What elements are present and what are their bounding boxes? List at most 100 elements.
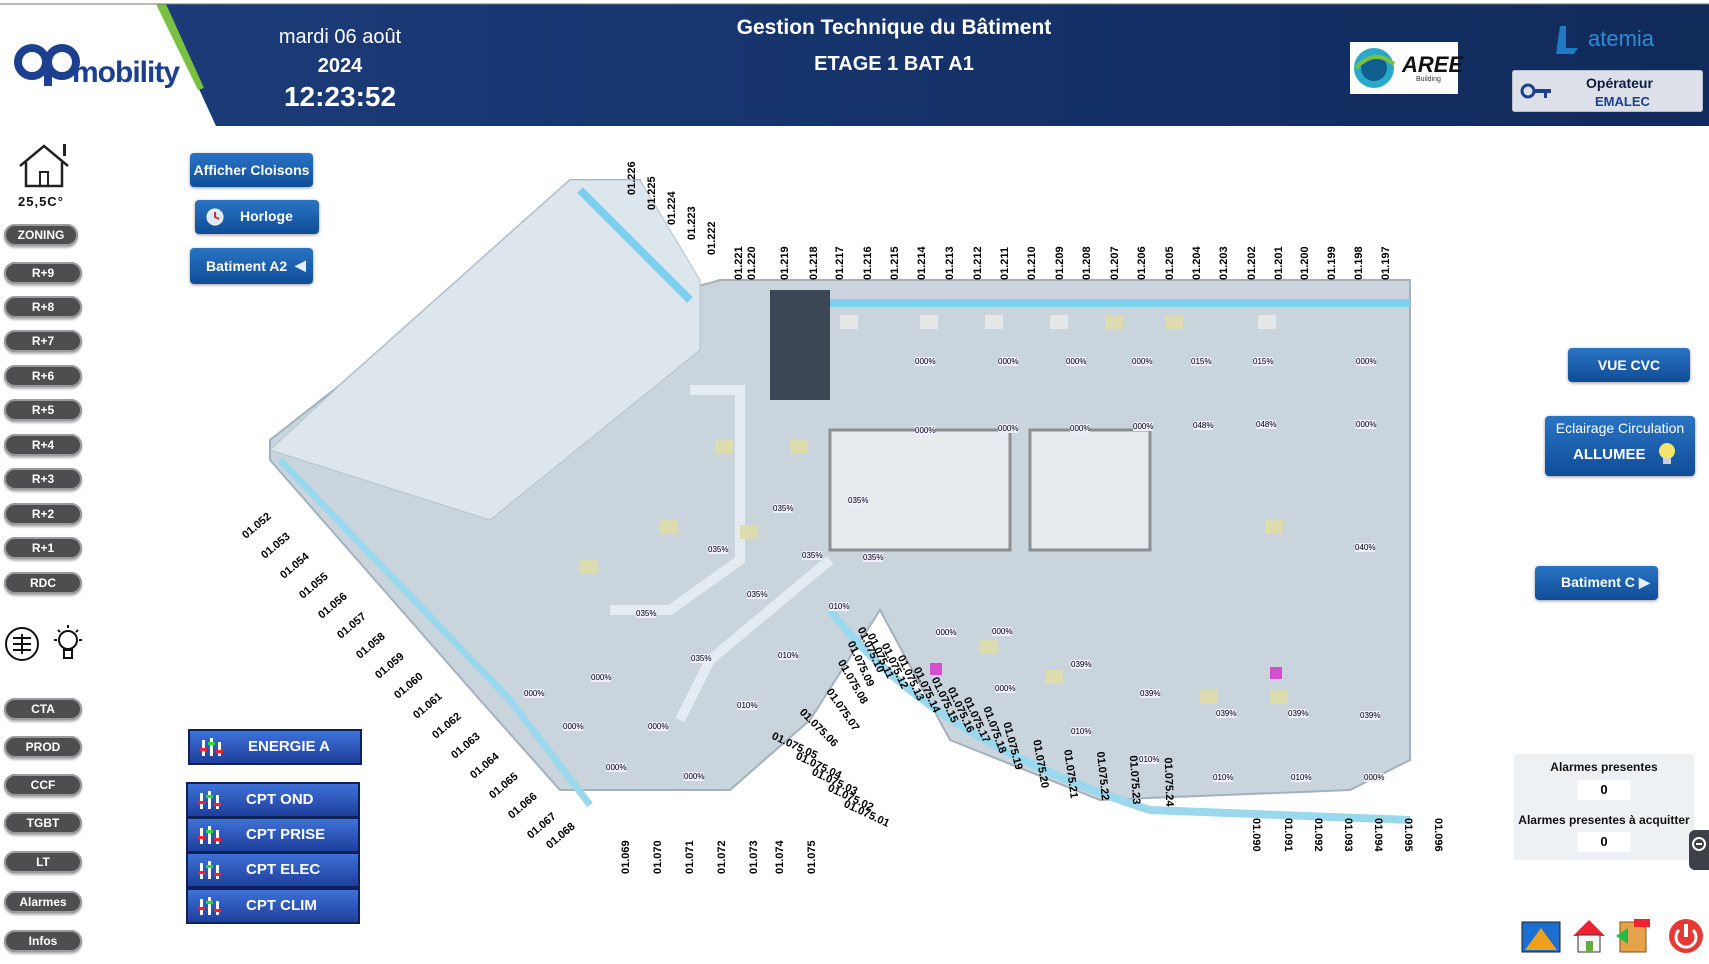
home-icon[interactable] xyxy=(1569,916,1609,956)
lighting-icon[interactable] xyxy=(50,624,86,664)
vue-cvc-button[interactable]: VUE CVC xyxy=(1568,348,1690,382)
room-label: 01.226 xyxy=(626,161,638,195)
room-label: 01.212 xyxy=(972,246,984,280)
room-label: 01.073 xyxy=(748,840,760,874)
room-label: 01.216 xyxy=(862,246,874,280)
mountain-image-icon[interactable] xyxy=(1521,916,1561,956)
alarms-present-label: Alarmes presentes xyxy=(1550,760,1658,774)
cpt-ond-label: CPT OND xyxy=(246,791,314,808)
afficher-cloisons-button[interactable]: Afficher Cloisons xyxy=(190,153,313,187)
alarms-present-value: 0 xyxy=(1577,780,1631,800)
ventilation-icon[interactable] xyxy=(4,626,40,662)
room-label: 01.052 xyxy=(240,510,274,542)
floor-button-rdc[interactable]: RDC xyxy=(4,572,82,594)
cpt-prise-button[interactable]: CPT PRISE xyxy=(186,817,360,853)
batiment-c-label: Batiment C xyxy=(1561,574,1635,590)
room-label: 01.090 xyxy=(1250,818,1262,852)
floor-button-r9[interactable]: R+9 xyxy=(4,262,82,284)
room-label: 01.064 xyxy=(468,750,502,782)
prod-button[interactable]: PROD xyxy=(4,736,82,758)
facade-curve xyxy=(826,607,1411,824)
power-icon[interactable] xyxy=(1666,916,1706,956)
eclairage-state: ALLUMEE xyxy=(1573,446,1646,463)
atemia-text: atemia xyxy=(1588,26,1655,51)
room-label: 01.075.22 xyxy=(1093,751,1111,801)
clock-icon xyxy=(206,208,224,226)
elevator xyxy=(770,290,830,400)
room-label: 01.056 xyxy=(316,590,350,622)
ccf-button[interactable]: CCF xyxy=(4,774,82,796)
floor-button-r1[interactable]: R+1 xyxy=(4,537,82,559)
room-label: 01.223 xyxy=(686,206,698,240)
key-icon xyxy=(1520,83,1551,99)
weather-widget: 25,5C° xyxy=(14,142,74,212)
floor-button-r8[interactable]: R+8 xyxy=(4,296,82,318)
batiment-c-button[interactable]: Batiment C ▶ xyxy=(1535,566,1658,600)
logo-text: mobility xyxy=(72,56,180,89)
atemia-icon xyxy=(1556,26,1578,54)
bulb-icon xyxy=(1659,443,1675,464)
room-label: 01.065 xyxy=(487,770,521,802)
room-label: 01.093 xyxy=(1342,818,1354,852)
room-label: 01.069 xyxy=(620,840,632,874)
tgbt-button[interactable]: TGBT xyxy=(4,812,82,834)
floor-button-r7[interactable]: R+7 xyxy=(4,330,82,352)
zoning-button[interactable]: ZONING xyxy=(4,224,78,246)
room-label: 01.213 xyxy=(944,246,956,280)
cpt-clim-button[interactable]: CPT CLIM xyxy=(186,888,360,924)
energie-a-button[interactable]: ENERGIE A xyxy=(188,729,362,765)
room-label: 01.218 xyxy=(808,246,820,280)
aree-text: AREE xyxy=(1402,52,1464,77)
floor-button-r2[interactable]: R+2 xyxy=(4,503,82,525)
operator-label: Opérateur xyxy=(1586,75,1653,91)
room-label: 01.220 xyxy=(746,246,758,280)
horloge-label: Horloge xyxy=(240,208,293,224)
exit-icon[interactable] xyxy=(1614,916,1654,956)
room-label: 01.225 xyxy=(646,176,658,210)
floor-button-r3[interactable]: R+3 xyxy=(4,468,82,490)
presence-sensors xyxy=(580,315,1288,704)
cpt-elec-button[interactable]: CPT ELEC xyxy=(186,852,360,888)
room-label: 01.075.21 xyxy=(1061,748,1080,800)
alarmes-button[interactable]: Alarmes xyxy=(4,891,82,913)
header-clock: 12:23:52 xyxy=(283,81,397,112)
room-labels-right: 01.090 01.091 01.092 01.093 01.094 01.09… xyxy=(1240,818,1470,888)
room-label: 01.210 xyxy=(1026,246,1038,280)
room-label: 01.204 xyxy=(1191,246,1203,280)
room-labels-inner: 01.075.01 01.075.02 01.075.03 01.075.04 … xyxy=(760,625,1220,880)
room-label: 01.215 xyxy=(889,246,901,280)
eclairage-circulation-button[interactable]: Eclairage Circulation ALLUMEE xyxy=(1545,416,1695,476)
room-label: 01.075.24 xyxy=(1161,757,1176,807)
alarms-ack-value: 0 xyxy=(1577,832,1631,852)
header-bar: mobility mardi 06 août 2024 12:23:52 Ges… xyxy=(0,0,1709,126)
floor-button-r6[interactable]: R+6 xyxy=(4,365,82,387)
side-tab[interactable] xyxy=(1689,830,1709,870)
header-date: mardi 06 août xyxy=(278,26,402,48)
room-label: 01.075.20 xyxy=(1030,738,1051,790)
room-label: 01.072 xyxy=(716,840,728,874)
infos-button[interactable]: Infos xyxy=(4,930,82,952)
batiment-a2-button[interactable]: Batiment A2 ◀ xyxy=(190,248,313,284)
horloge-button[interactable]: Horloge xyxy=(195,200,319,234)
op-mark-icon xyxy=(14,44,80,86)
header-background xyxy=(0,3,1709,126)
facade-left xyxy=(277,457,593,808)
facade-top xyxy=(577,187,693,303)
terrace xyxy=(269,179,701,521)
room-label: 01.054 xyxy=(278,550,312,582)
cpt-ond-button[interactable]: CPT OND xyxy=(186,782,360,818)
room-label: 01.209 xyxy=(1054,246,1066,280)
floor-button-r5[interactable]: R+5 xyxy=(4,399,82,421)
room-label: 01.214 xyxy=(916,246,928,280)
floor-button-r4[interactable]: R+4 xyxy=(4,434,82,456)
floor-plan xyxy=(269,179,1411,824)
room-label: 01.071 xyxy=(684,840,696,874)
room-label: 01.060 xyxy=(392,670,426,702)
wc-block xyxy=(1028,428,1152,552)
room-label: 01.203 xyxy=(1218,246,1230,280)
operator-button[interactable]: Opérateur EMALEC xyxy=(1512,70,1703,112)
cta-button[interactable]: CTA xyxy=(4,698,82,720)
house-thermometer-icon xyxy=(19,144,69,188)
lt-button[interactable]: LT xyxy=(4,851,82,873)
